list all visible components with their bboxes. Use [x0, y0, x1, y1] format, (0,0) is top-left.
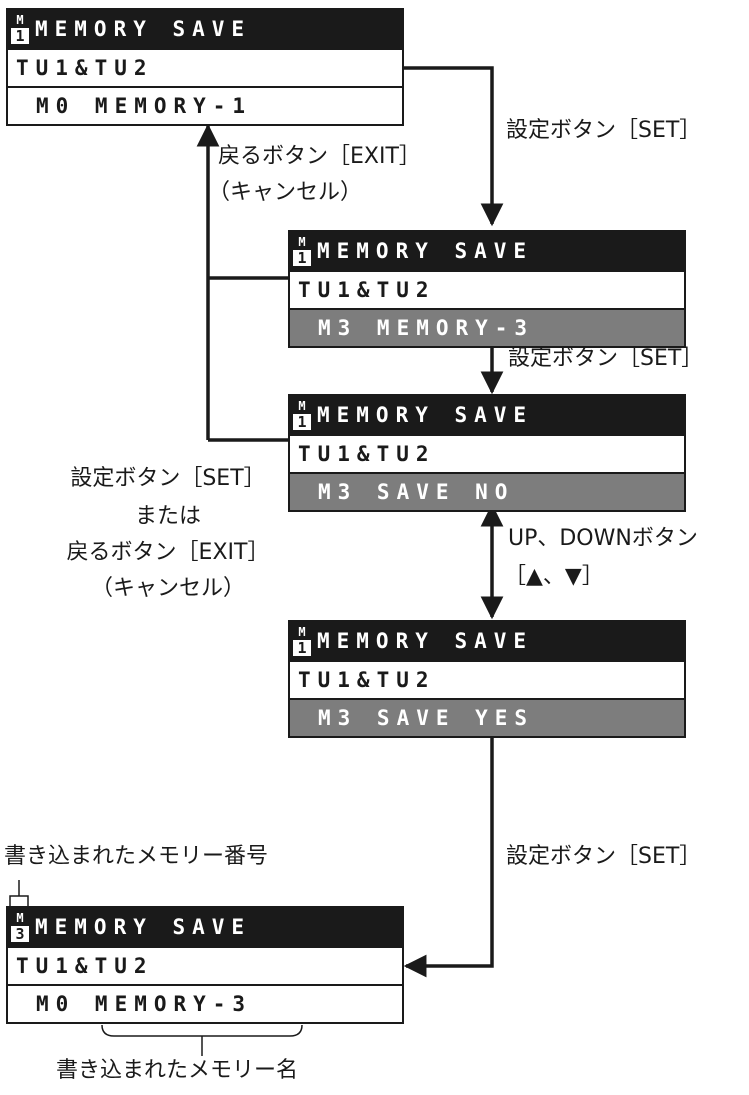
label-updown-keys: ［▲、▼］ [504, 564, 604, 589]
label-set-or-exit-2: または [134, 504, 201, 529]
lcd-title-row: M 1 MEMORY SAVE [290, 232, 684, 270]
lcd-row-2: TU1&TU2 [290, 434, 684, 472]
lcd-row-2: TU1&TU2 [290, 660, 684, 698]
label-set-or-exit-1: 設定ボタン［SET］ [70, 466, 266, 491]
lcd-row-2: TU1&TU2 [8, 946, 402, 984]
label-set-button-3: 設定ボタン［SET］ [506, 844, 702, 869]
lcd-row-3-highlighted: M3 SAVE NO [290, 472, 684, 510]
lcd-row-3-highlighted: M3 SAVE YES [290, 698, 684, 736]
memory-badge: M 1 [293, 400, 313, 430]
label-updown-buttons: UP、DOWNボタン [508, 526, 698, 551]
lcd-title-row: M 1 MEMORY SAVE [290, 396, 684, 434]
lcd-title-row: M 1 MEMORY SAVE [290, 622, 684, 660]
lcd-row-2: TU1&TU2 [8, 48, 402, 86]
lcd-row-2: TU1&TU2 [290, 270, 684, 308]
lcd-title: MEMORY SAVE [317, 239, 534, 263]
lcd-title-row: M 1 MEMORY SAVE [8, 10, 402, 48]
lcd-screen-5: M 3 MEMORY SAVE TU1&TU2 M0 MEMORY-3 [6, 906, 404, 1024]
lcd-screen-4: M 1 MEMORY SAVE TU1&TU2 M3 SAVE YES [288, 620, 686, 738]
lcd-row-3: M0 MEMORY-3 [8, 984, 402, 1022]
label-written-memory-name: 書き込まれたメモリー名 [56, 1058, 299, 1083]
lcd-screen-2: M 1 MEMORY SAVE TU1&TU2 M3 MEMORY-3 [288, 230, 686, 348]
lcd-screen-1: M 1 MEMORY SAVE TU1&TU2 M0 MEMORY-1 [6, 8, 404, 126]
bracket-memory-number [9, 895, 29, 906]
memory-badge: M 1 [11, 14, 31, 44]
label-written-memory-number: 書き込まれたメモリー番号 [4, 844, 269, 869]
memory-badge: M 1 [293, 236, 313, 266]
bracket-memory-name [101, 1024, 303, 1037]
lcd-title: MEMORY SAVE [35, 17, 252, 41]
lcd-row-3-highlighted: M3 MEMORY-3 [290, 308, 684, 346]
arrow-set-3 [403, 729, 494, 978]
label-cancel-1: （キャンセル） [208, 180, 363, 205]
label-set-button-2: 設定ボタン［SET］ [508, 346, 704, 371]
lcd-title: MEMORY SAVE [317, 629, 534, 653]
memory-badge: M 3 [11, 912, 31, 942]
lcd-title-row: M 3 MEMORY SAVE [8, 908, 402, 946]
arrow-set-1 [400, 66, 504, 227]
lcd-title: MEMORY SAVE [317, 403, 534, 427]
lcd-title: MEMORY SAVE [35, 915, 252, 939]
label-exit-button-1: 戻るボタン［EXIT］ [218, 144, 421, 169]
label-set-or-exit-4: （キャンセル） [90, 576, 245, 601]
lcd-row-3: M0 MEMORY-1 [8, 86, 402, 124]
label-set-or-exit-3: 戻るボタン［EXIT］ [66, 540, 270, 565]
lcd-screen-3: M 1 MEMORY SAVE TU1&TU2 M3 SAVE NO [288, 394, 686, 512]
label-set-button-1: 設定ボタン［SET］ [506, 118, 702, 143]
memory-badge: M 1 [293, 626, 313, 656]
